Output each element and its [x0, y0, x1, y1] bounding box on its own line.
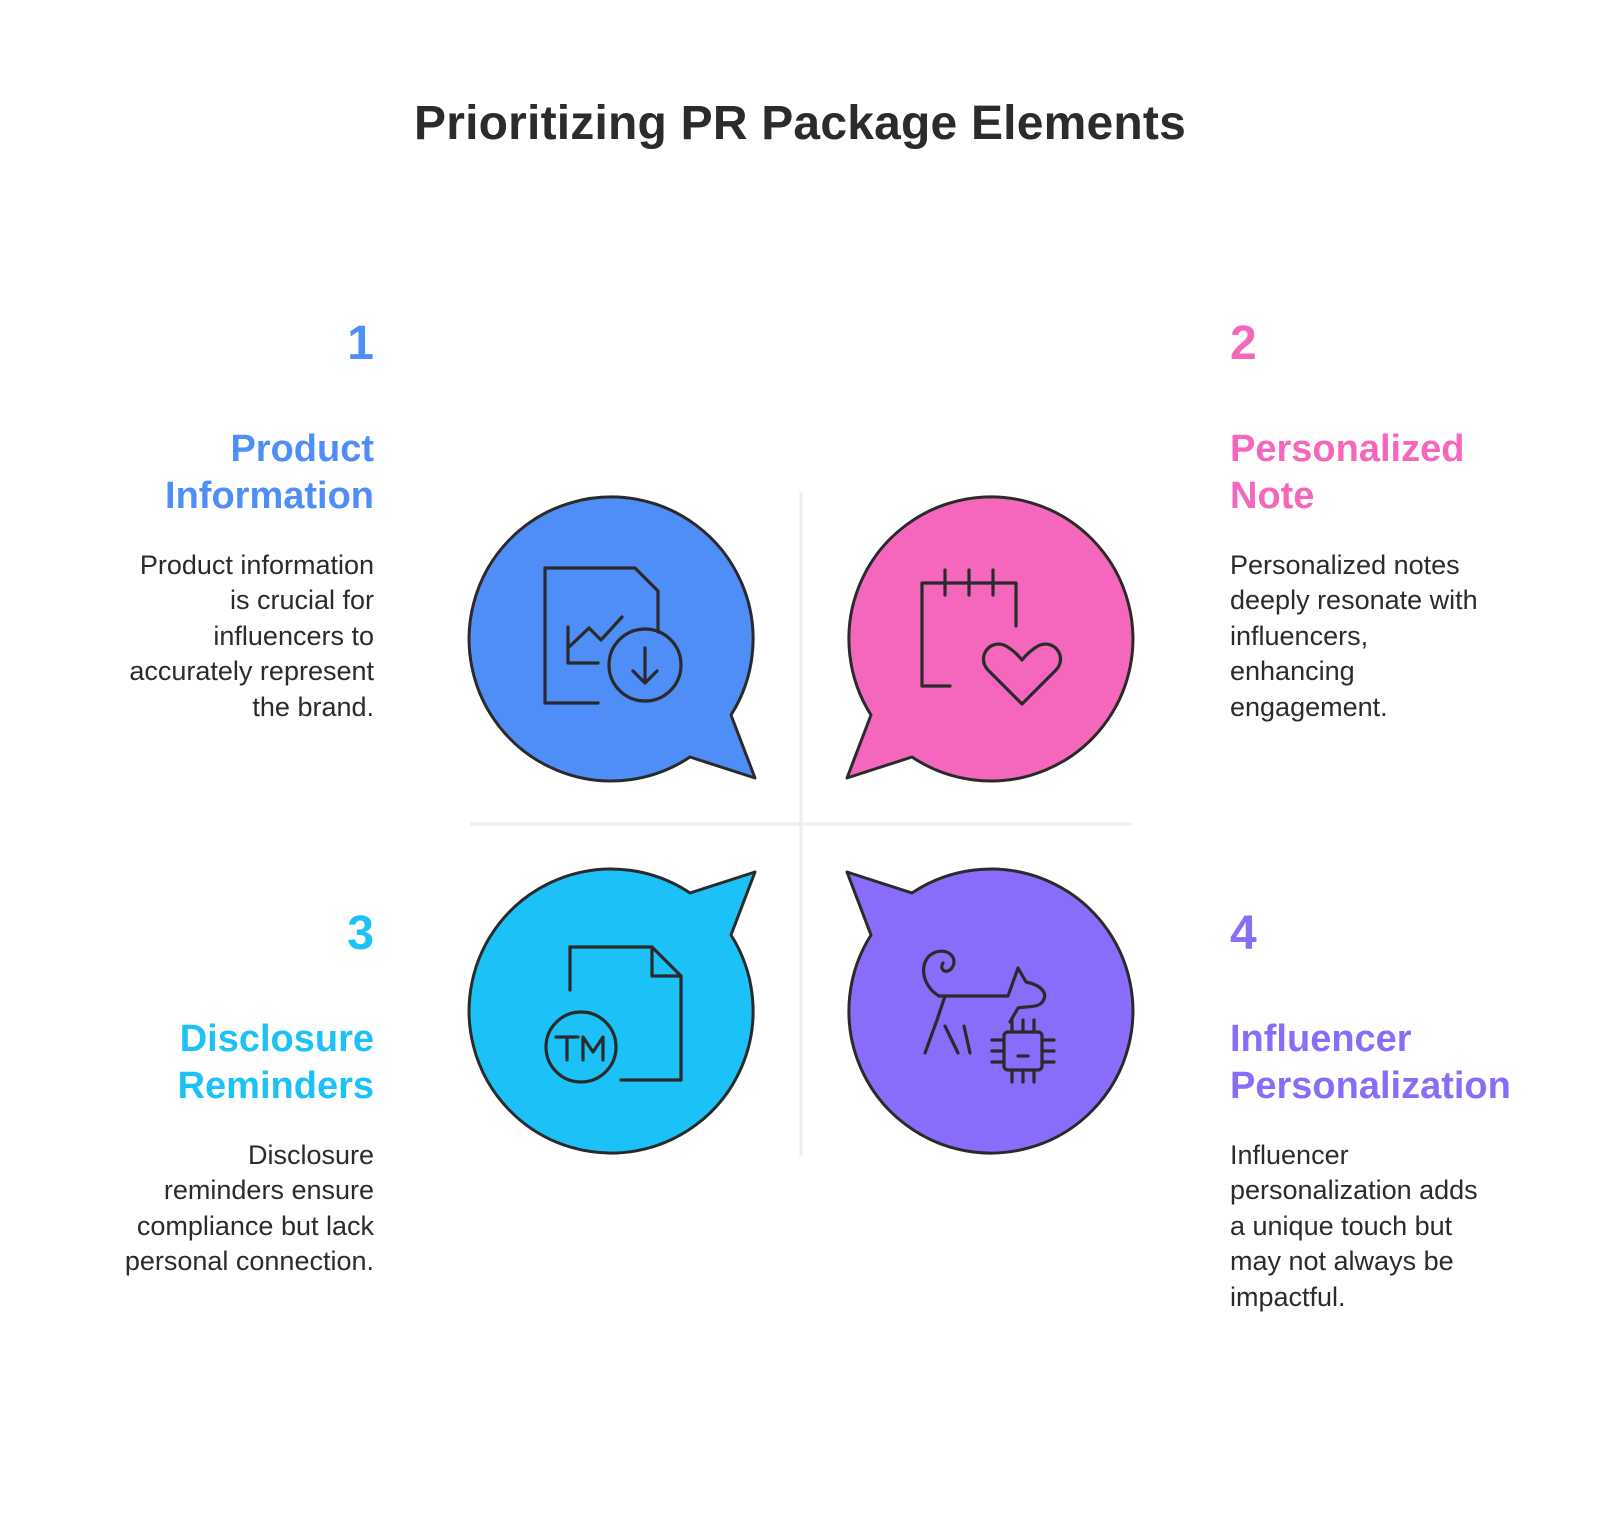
item-number: 1: [347, 317, 374, 370]
item-number: 3: [347, 907, 374, 960]
item-heading-line1: Influencer: [1230, 1018, 1412, 1060]
item-description-line: Product information: [139, 550, 374, 580]
item-heading-line1: Personalized: [1230, 428, 1465, 470]
item-product-information: 1 Product Information Product informatio…: [60, 320, 374, 740]
item-heading-line1: Product: [230, 428, 374, 470]
item-number: 2: [1230, 317, 1257, 370]
item-description-line: the brand.: [252, 692, 374, 722]
item-disclosure-reminders: 3 Disclosure Reminders Disclosure remind…: [60, 910, 374, 1290]
item-heading-line2: Personalization: [1230, 1065, 1511, 1107]
item-personalized-note: 2 Personalized Note Personalized notes d…: [1230, 320, 1550, 740]
item-influencer-personalization: 4 Influencer Personalization Influencer …: [1230, 910, 1560, 1330]
item-description-line: accurately represent: [129, 656, 374, 686]
document-trademark-icon: [544, 945, 683, 1084]
item-heading-line2: Information: [165, 475, 374, 517]
item-description-line: personal connection.: [124, 1246, 374, 1276]
item-description-line: personalization adds: [1230, 1175, 1478, 1205]
calendar-heart-icon: [920, 568, 1063, 706]
item-description-line: a unique touch but: [1230, 1211, 1453, 1241]
item-description-line: influencers to: [213, 621, 374, 651]
item-description-line: Disclosure: [247, 1140, 374, 1170]
bubble-personalized-note: [845, 495, 1135, 783]
item-description-line: impactful.: [1230, 1282, 1346, 1312]
item-description-line: deeply resonate with: [1230, 585, 1478, 615]
item-description-line: reminders ensure: [163, 1175, 374, 1205]
bubble-disclosure-reminders: [467, 867, 757, 1155]
document-chart-download-icon: [543, 566, 683, 705]
item-description-line: Influencer: [1230, 1140, 1349, 1170]
item-heading-line2: Reminders: [177, 1065, 374, 1107]
item-description-line: enhancing: [1230, 656, 1355, 686]
item-heading-line2: Note: [1230, 475, 1315, 517]
cat-chip-icon: [921, 949, 1056, 1084]
item-description-line: influencers,: [1230, 621, 1369, 651]
page-title: Prioritizing PR Package Elements: [414, 97, 1186, 150]
bubble-product-information: [467, 495, 757, 783]
bubble-influencer-personalization: [845, 867, 1135, 1155]
item-description-line: compliance but lack: [136, 1211, 374, 1241]
item-description-line: is crucial for: [229, 585, 374, 615]
item-description-line: may not always be: [1230, 1246, 1454, 1276]
item-description-line: Personalized notes: [1230, 550, 1460, 580]
item-number: 4: [1230, 907, 1257, 960]
item-description-line: engagement.: [1230, 692, 1388, 722]
item-heading-line1: Disclosure: [179, 1018, 374, 1060]
